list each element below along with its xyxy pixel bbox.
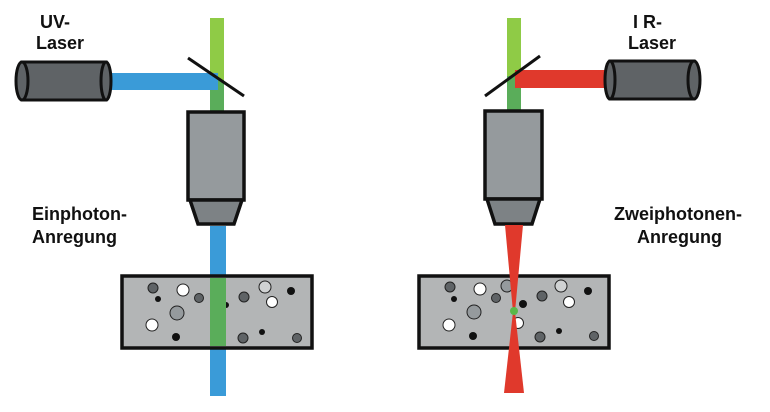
two-photon-label-line2: Anregung: [637, 227, 722, 247]
dichroic-mirror-right: [484, 54, 541, 98]
fluorescence-beam-right: [507, 18, 521, 82]
dichroic-mirror-left: [187, 56, 245, 98]
uv-beam-horizontal: [106, 73, 218, 90]
objective-right: [483, 109, 544, 226]
fluorescence-beam-left: [210, 18, 224, 84]
uv-laser: [14, 60, 113, 102]
ir-focus-cone-lower: [504, 312, 524, 393]
ir-focus-cone-upper: [505, 225, 523, 312]
ir-laser-label-line2: Laser: [628, 33, 676, 53]
ir-laser: [603, 59, 702, 101]
objective-left: [186, 110, 246, 226]
fluorescence-band-sample: [210, 278, 226, 346]
ir-beam-horizontal: [515, 70, 610, 88]
two-photon-label-line1: Zweiphotonen-: [614, 204, 742, 224]
focal-point-fluorescence: [510, 307, 518, 315]
uv-laser-label-line1: UV-: [40, 12, 70, 32]
one-photon-label-line1: Einphoton-: [32, 204, 127, 224]
one-photon-setup: UV- Laser Einphoton- Anregung: [14, 12, 314, 396]
ir-laser-label-line1: I R-: [633, 12, 662, 32]
two-photon-setup: I R- Laser Zweiphotonen- Anregung: [417, 12, 742, 393]
uv-laser-label-line2: Laser: [36, 33, 84, 53]
one-photon-label-line2: Anregung: [32, 227, 117, 247]
